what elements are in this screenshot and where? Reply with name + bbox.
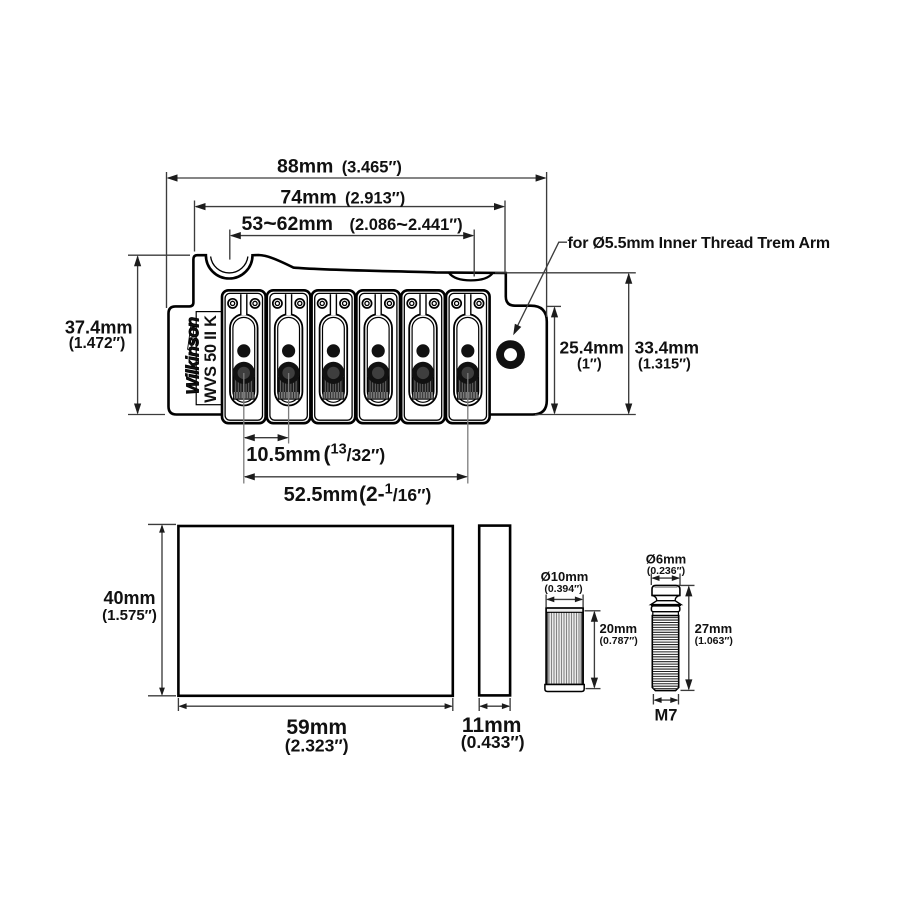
svg-text:37.4mm: 37.4mm bbox=[65, 318, 133, 338]
svg-text:Wilkinson: Wilkinson bbox=[183, 317, 203, 394]
svg-text:(3.465″): (3.465″) bbox=[342, 159, 402, 177]
svg-text:Ø6mm: Ø6mm bbox=[646, 552, 686, 567]
svg-text:(1″): (1″) bbox=[577, 357, 602, 373]
svg-text:(0.787″): (0.787″) bbox=[600, 635, 638, 647]
svg-text:(13/32″): (13/32″) bbox=[324, 442, 386, 467]
svg-text:53~62mm: 53~62mm bbox=[242, 210, 334, 236]
svg-text:Ø10mm: Ø10mm bbox=[541, 569, 589, 584]
svg-text:for Ø5.5mm Inner Thread Trem A: for Ø5.5mm Inner Thread Trem Arm bbox=[568, 235, 830, 252]
svg-text:(2-1/16″): (2-1/16″) bbox=[359, 481, 431, 506]
svg-text:(1.472″): (1.472″) bbox=[69, 335, 126, 352]
svg-text:WVS 50 II K: WVS 50 II K bbox=[202, 315, 220, 403]
svg-text:74mm: 74mm bbox=[280, 186, 336, 208]
svg-text:(0.433″): (0.433″) bbox=[461, 732, 525, 752]
svg-text:(1.315″): (1.315″) bbox=[638, 357, 691, 373]
svg-text:(2.913″): (2.913″) bbox=[345, 189, 405, 207]
svg-text:88mm: 88mm bbox=[277, 156, 333, 178]
svg-text:11mm: 11mm bbox=[462, 714, 522, 737]
svg-text:59mm: 59mm bbox=[286, 716, 347, 739]
svg-text:(2.323″): (2.323″) bbox=[285, 736, 349, 756]
svg-text:10.5mm: 10.5mm bbox=[246, 444, 320, 466]
svg-text:52.5mm: 52.5mm bbox=[284, 484, 359, 506]
svg-text:25.4mm: 25.4mm bbox=[560, 338, 624, 358]
svg-text:(1.063″): (1.063″) bbox=[695, 635, 733, 647]
svg-text:(0.236″): (0.236″) bbox=[647, 565, 685, 577]
svg-text:40mm: 40mm bbox=[103, 588, 155, 608]
svg-text:33.4mm: 33.4mm bbox=[635, 338, 699, 358]
svg-text:(1.575″): (1.575″) bbox=[102, 607, 157, 624]
svg-text:27mm: 27mm bbox=[695, 621, 733, 636]
svg-text:20mm: 20mm bbox=[600, 621, 638, 636]
svg-text:(2.086~2.441″): (2.086~2.441″) bbox=[350, 214, 463, 236]
svg-text:(0.394″): (0.394″) bbox=[544, 583, 582, 595]
svg-text:M7: M7 bbox=[655, 707, 678, 725]
